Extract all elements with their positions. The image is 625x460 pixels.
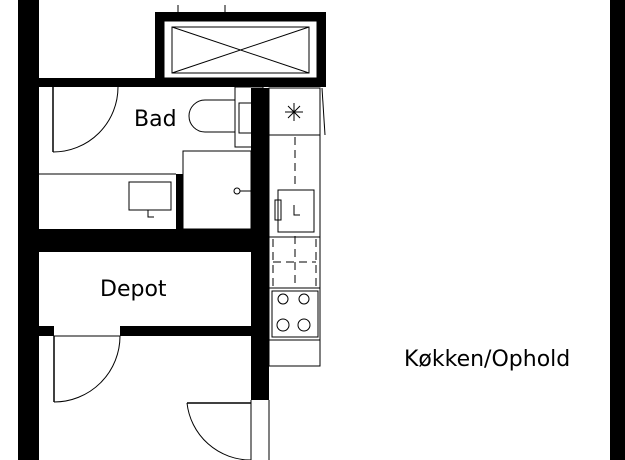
shaft-right-wall xyxy=(317,12,326,78)
room-label-storage: Depot xyxy=(100,277,167,302)
bathroom-top-wall xyxy=(39,78,326,87)
installation-shaft xyxy=(163,5,318,79)
left-outer-wall xyxy=(18,0,39,460)
bathroom-bottom-wall xyxy=(39,229,269,252)
room-label-kitchen-living: Køkken/Ophold xyxy=(404,347,570,372)
bathroom-sink xyxy=(128,181,172,211)
bathroom-door xyxy=(52,86,119,153)
room-label-bathroom: Bad xyxy=(134,107,177,132)
walls xyxy=(18,0,625,460)
hall-door xyxy=(186,400,270,460)
extractor-fan-icon xyxy=(285,103,303,121)
shower-drain xyxy=(233,187,241,195)
storage-bottom-wall xyxy=(120,326,269,336)
shaft-top-wall xyxy=(155,12,326,21)
kitchen-counter xyxy=(268,87,326,367)
cooktop xyxy=(271,290,319,338)
right-outer-wall xyxy=(610,0,625,460)
kitchen-sink xyxy=(274,189,315,233)
storage-door xyxy=(53,335,121,403)
toilet xyxy=(188,86,264,148)
storage-bottom-wall-left xyxy=(39,326,54,336)
shaft-left-wall xyxy=(155,12,164,78)
bathroom-inner-wall xyxy=(176,174,183,234)
bathroom-fixtures xyxy=(39,86,264,230)
